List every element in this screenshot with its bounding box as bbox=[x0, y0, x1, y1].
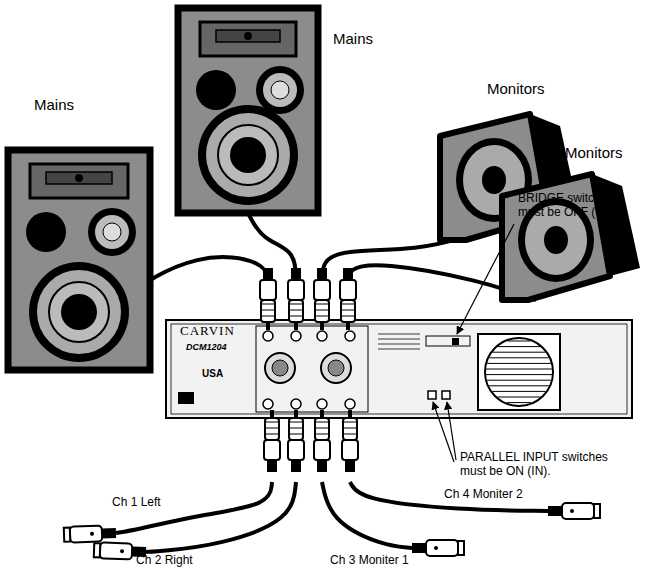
quarter-inch-plug bbox=[288, 410, 304, 472]
xlr-connector bbox=[548, 503, 600, 519]
speaker-label: Monitors bbox=[565, 144, 623, 161]
monitor-speaker bbox=[502, 174, 640, 300]
callout-note: PARALLEL INPUT switches must be ON (IN). bbox=[460, 451, 620, 479]
amplifier-panel bbox=[166, 320, 632, 418]
speaker-label: Mains bbox=[333, 30, 373, 47]
cable bbox=[350, 482, 548, 511]
quarter-inch-plug bbox=[264, 410, 280, 472]
quarter-inch-plug bbox=[314, 410, 330, 472]
quarter-inch-plug bbox=[288, 268, 304, 330]
channel-label: Ch 3 Moniter 1 bbox=[330, 554, 409, 568]
leader-lines bbox=[433, 224, 514, 462]
quarter-inch-plug bbox=[340, 268, 356, 330]
model-number: DCM1204 bbox=[186, 342, 227, 352]
main-speaker bbox=[178, 8, 318, 213]
speaker-label: Mains bbox=[34, 96, 74, 113]
quarter-inch-plug bbox=[314, 268, 330, 330]
callout-note: BRIDGE switch must be OFF (OUT). bbox=[518, 192, 630, 220]
channel-label: Ch 1 Left bbox=[112, 496, 161, 510]
speaker-label: Monitors bbox=[487, 80, 545, 97]
cable bbox=[248, 213, 296, 284]
quarter-inch-plug bbox=[260, 268, 276, 330]
cable bbox=[322, 482, 412, 548]
quarter-inch-plug bbox=[342, 410, 358, 472]
channel-label: Ch 2 Right bbox=[136, 554, 193, 568]
xlr-connector bbox=[64, 525, 117, 543]
origin-mark: USA bbox=[202, 368, 223, 380]
main-speaker bbox=[8, 150, 150, 370]
brand-logo: CARVIN bbox=[180, 324, 235, 339]
cable bbox=[322, 236, 468, 284]
cable bbox=[146, 482, 296, 552]
channel-label: Ch 4 Moniter 2 bbox=[444, 488, 523, 502]
xlr-connector bbox=[412, 540, 464, 556]
